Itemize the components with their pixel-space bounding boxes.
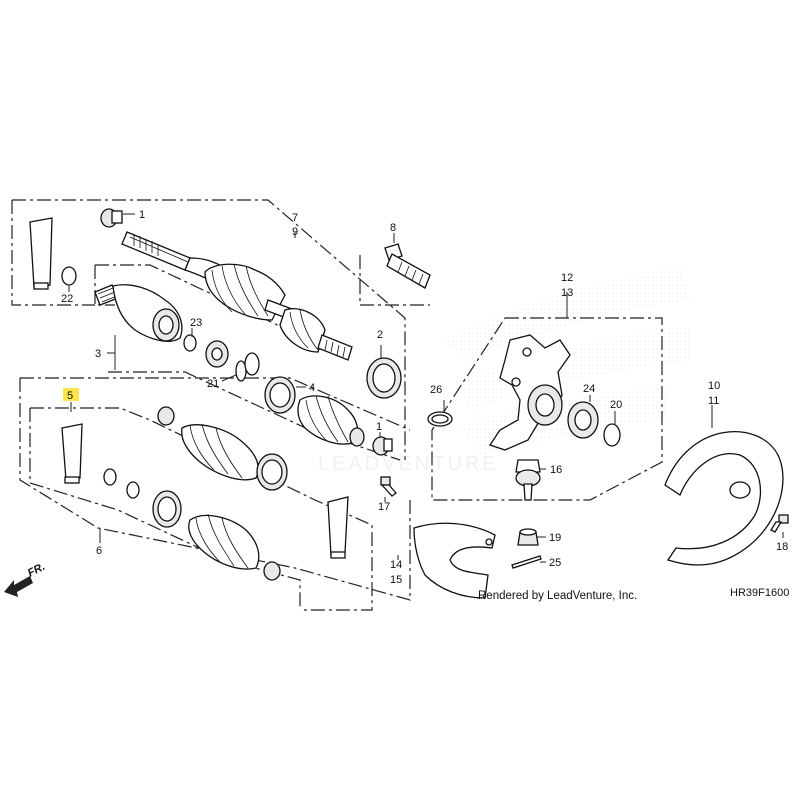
- callout-3: 3: [95, 348, 101, 360]
- group-outline-bar-8: [359, 255, 430, 306]
- callout-18: 18: [776, 541, 788, 553]
- circlip-6a: [103, 468, 117, 486]
- callout-2: 2: [377, 329, 383, 341]
- boot-band-1-lower: [372, 436, 393, 456]
- callout-15: 15: [390, 574, 402, 586]
- callout-7: 7: [292, 212, 298, 224]
- callout-6: 6: [96, 545, 102, 557]
- callout-16: 16: [550, 464, 562, 476]
- callout-24: 24: [583, 383, 595, 395]
- callout-11: 11: [708, 395, 719, 407]
- ball-joint-16: [515, 459, 541, 501]
- circlip-6b: [126, 481, 140, 499]
- callout-22: 22: [61, 293, 73, 305]
- callout-21: 21: [207, 378, 219, 390]
- boot-band-2: [366, 357, 402, 399]
- castle-nut-19: [517, 528, 539, 546]
- callout-labels: 1 7 9 8 22 23 3 2 21 4 1 5 6 12 13 26 24…: [61, 209, 788, 586]
- callout-23: 23: [190, 317, 202, 329]
- callout-13: 13: [561, 287, 573, 299]
- cv-boot-middle: [297, 395, 365, 447]
- circlip-22: [61, 266, 77, 286]
- bolt-17: [380, 476, 397, 497]
- front-label: FR.: [26, 561, 47, 580]
- steering-knuckle: [488, 334, 571, 451]
- wheel-bearing-24: [567, 401, 599, 439]
- callout-14: 14: [390, 559, 402, 571]
- snap-ring-23: [183, 334, 197, 352]
- front-arrow-icon: FR.: [4, 561, 47, 597]
- driveshaft-assembly: [121, 231, 353, 361]
- boot-band-4: [264, 376, 296, 414]
- grease-tube-5: [61, 423, 83, 484]
- diagram-code: HR39F1600: [730, 587, 789, 599]
- circlip-26: [427, 411, 453, 427]
- circlip-upper-21: [244, 352, 260, 376]
- group-outline-boot-kit: [19, 377, 411, 611]
- kit-boot-upper: [157, 406, 288, 491]
- callout-26: 26: [430, 384, 442, 396]
- grease-tube-upper: [29, 217, 53, 290]
- arm-guard: [413, 522, 496, 599]
- kit-boot-lower: [152, 490, 281, 581]
- callout-8: 8: [390, 222, 396, 234]
- callout-1-lower: 1: [376, 421, 382, 433]
- callout-12: 12: [561, 272, 573, 284]
- callout-4: 4: [309, 382, 315, 394]
- callout-17: 17: [378, 501, 390, 513]
- boot-band-1-upper: [100, 208, 123, 228]
- callout-5: 5: [67, 390, 73, 402]
- bolt-18: [770, 514, 789, 533]
- leader-lines: [68, 213, 784, 563]
- bearing-cage: [205, 340, 229, 368]
- callout-9: 9: [292, 226, 298, 238]
- cv-joint-inner: [94, 284, 183, 342]
- callout-25: 25: [549, 557, 561, 569]
- callout-1-upper: 1: [139, 209, 145, 221]
- snap-ring-20: [603, 423, 621, 447]
- disc-cover: [664, 430, 784, 566]
- callout-19: 19: [549, 532, 561, 544]
- callout-20: 20: [610, 399, 622, 411]
- render-credit: Rendered by LeadVenture, Inc.: [478, 590, 637, 602]
- group-outline-knuckle: [431, 317, 663, 501]
- cotter-pin-25: [511, 555, 542, 569]
- grease-tube-kit-right: [327, 496, 349, 559]
- inner-shaft-8: [384, 243, 431, 289]
- callout-5-highlight: [63, 388, 79, 401]
- callout-10: 10: [708, 380, 720, 392]
- svg-text:LEADVENTURE: LEADVENTURE: [318, 453, 499, 475]
